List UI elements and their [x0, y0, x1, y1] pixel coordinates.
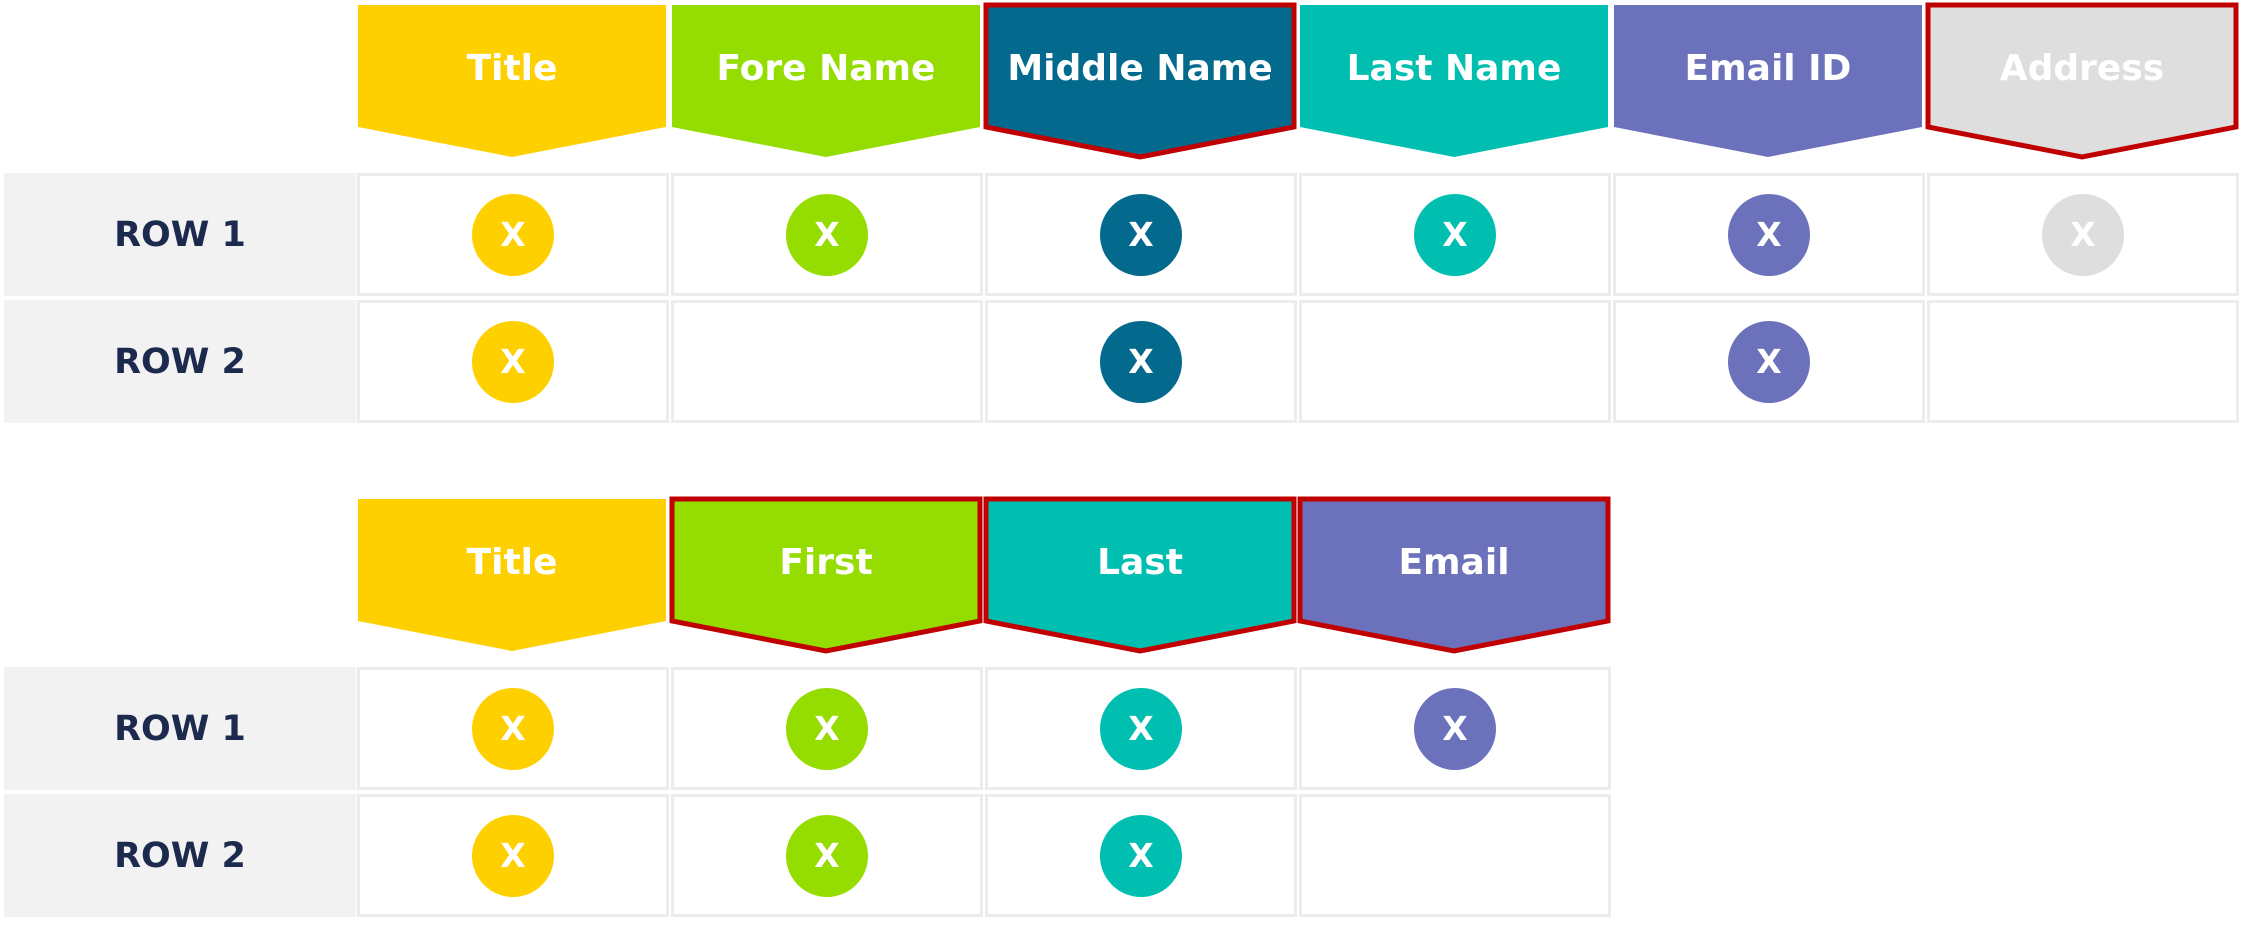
row-label: ROW 2	[4, 794, 356, 917]
table-cell-middle-name: X	[985, 173, 1297, 296]
check-mark-circle: X	[1100, 687, 1182, 770]
column-header-title: Title	[357, 497, 667, 657]
check-mark-circle: X	[1100, 320, 1182, 403]
chevron-shape	[983, 496, 1297, 654]
table-cell-email	[1299, 794, 1611, 917]
column-header-title: Title	[357, 3, 667, 163]
check-mark-circle: X	[1728, 193, 1810, 276]
table-cell-last-name: X	[1299, 173, 1611, 296]
table-cell-address	[1927, 300, 2239, 423]
chevron-shape	[1297, 496, 1611, 654]
check-mark-circle: X	[1414, 193, 1496, 276]
table-cell-fore-name	[671, 300, 983, 423]
chevron-shape	[983, 2, 1297, 160]
table-cell-title: X	[357, 667, 669, 790]
check-mark-circle: X	[786, 687, 868, 770]
column-header-label: First	[779, 541, 873, 583]
column-header-last: Last	[983, 496, 1297, 657]
table-cell-middle-name: X	[985, 300, 1297, 423]
column-header-label: Title	[466, 541, 558, 583]
check-mark-circle: X	[472, 814, 554, 897]
check-mark-circle: X	[1100, 814, 1182, 897]
table-row: ROW 2 X X X	[0, 794, 1613, 921]
column-header-middle-name: Middle Name	[983, 2, 1297, 163]
chevron-shape	[669, 496, 983, 654]
check-mark-circle: X	[472, 320, 554, 403]
table-cell-last: X	[985, 794, 1297, 917]
table-cell-first: X	[671, 667, 983, 790]
table-cell-last: X	[985, 667, 1297, 790]
check-mark-circle: X	[786, 814, 868, 897]
check-mark-circle: X	[472, 193, 554, 276]
table-cell-title: X	[357, 173, 669, 296]
chevron-shape	[1925, 2, 2239, 160]
table-cell-last-name	[1299, 300, 1611, 423]
table-cell-email-id: X	[1613, 173, 1925, 296]
table-row: ROW 1 X X X X X X	[0, 173, 2241, 300]
column-header-label: Email ID	[1684, 47, 1852, 89]
row-label: ROW 1	[4, 173, 356, 296]
column-header-label: Email	[1398, 541, 1510, 583]
table-cell-email: X	[1299, 667, 1611, 790]
chevron-shape	[358, 499, 666, 651]
column-header-first: First	[669, 496, 983, 657]
check-mark-circle: X	[1728, 320, 1810, 403]
check-mark-circle: X	[2042, 193, 2124, 276]
row-label: ROW 2	[4, 300, 356, 423]
table-cell-title: X	[357, 794, 669, 917]
column-header-fore-name: Fore Name	[671, 3, 981, 163]
column-header-email-id: Email ID	[1613, 3, 1923, 163]
chevron-shape	[1300, 5, 1608, 157]
column-header-label: Title	[466, 47, 558, 89]
table-cell-first: X	[671, 794, 983, 917]
column-header-last-name: Last Name	[1299, 3, 1609, 163]
column-header-email: Email	[1297, 496, 1611, 657]
chevron-shape	[1614, 5, 1922, 157]
row-label: ROW 1	[4, 667, 356, 790]
table-cell-address: X	[1927, 173, 2239, 296]
check-mark-circle: X	[1414, 687, 1496, 770]
table-row: ROW 1 X X X X	[0, 667, 1613, 794]
chevron-shape	[672, 5, 980, 157]
table-cell-email-id: X	[1613, 300, 1925, 423]
column-header-address: Address	[1925, 2, 2239, 163]
check-mark-circle: X	[1100, 193, 1182, 276]
column-header-label: Fore Name	[716, 47, 936, 89]
check-mark-circle: X	[472, 687, 554, 770]
table-row: ROW 2 X X X	[0, 300, 2241, 427]
column-header-label: Address	[1999, 47, 2165, 89]
chevron-shape	[358, 5, 666, 157]
column-header-label: Last	[1097, 541, 1183, 583]
column-header-label: Last Name	[1346, 47, 1562, 89]
check-mark-circle: X	[786, 193, 868, 276]
table-cell-title: X	[357, 300, 669, 423]
column-header-label: Middle Name	[1007, 47, 1273, 89]
table-cell-fore-name: X	[671, 173, 983, 296]
